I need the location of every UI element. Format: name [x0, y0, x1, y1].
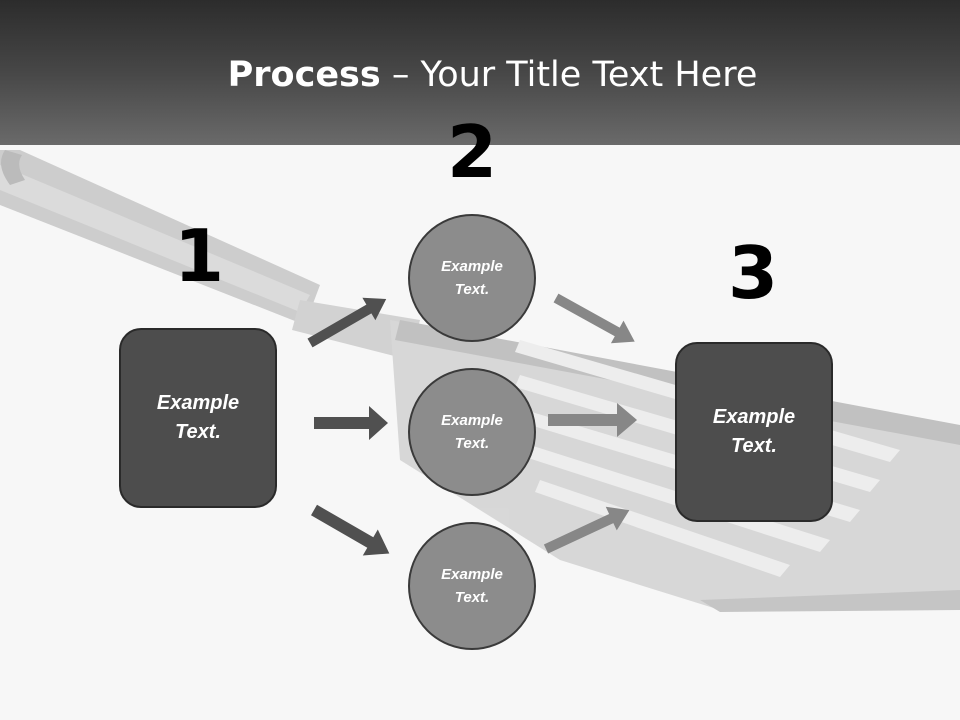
- arrow-middle-to-3: [548, 403, 637, 437]
- title-bold: Process: [227, 55, 381, 95]
- circle-top-label: Example Text.: [441, 258, 503, 298]
- title-rest: – Your Title Text Here: [380, 55, 758, 95]
- step-1-box: Example Text.: [119, 328, 277, 508]
- circle-bottom-label: Example Text.: [441, 566, 503, 606]
- step-number-3: 3: [727, 231, 779, 315]
- step-number-2: 2: [446, 110, 498, 194]
- step-2-circle-top: Example Text.: [408, 214, 536, 342]
- step-2-circle-middle: Example Text.: [408, 368, 536, 496]
- arrow-1-to-middle: [314, 406, 388, 440]
- arrow-1-to-bottom: [311, 504, 390, 556]
- arrow-1-to-top: [307, 297, 387, 348]
- step-2-circle-bottom: Example Text.: [408, 522, 536, 650]
- step-1-label: Example Text.: [156, 392, 240, 443]
- arrow-bottom-to-3: [543, 506, 630, 554]
- step-3-label: Example Text.: [712, 406, 796, 457]
- step-3-box: Example Text.: [675, 342, 833, 522]
- step-number-1: 1: [173, 214, 225, 298]
- title-bar: Process – Your Title Text Here: [0, 0, 960, 145]
- arrow-top-to-3: [553, 293, 635, 344]
- circle-middle-label: Example Text.: [441, 412, 503, 452]
- slide-title: Process – Your Title Text Here: [0, 52, 960, 98]
